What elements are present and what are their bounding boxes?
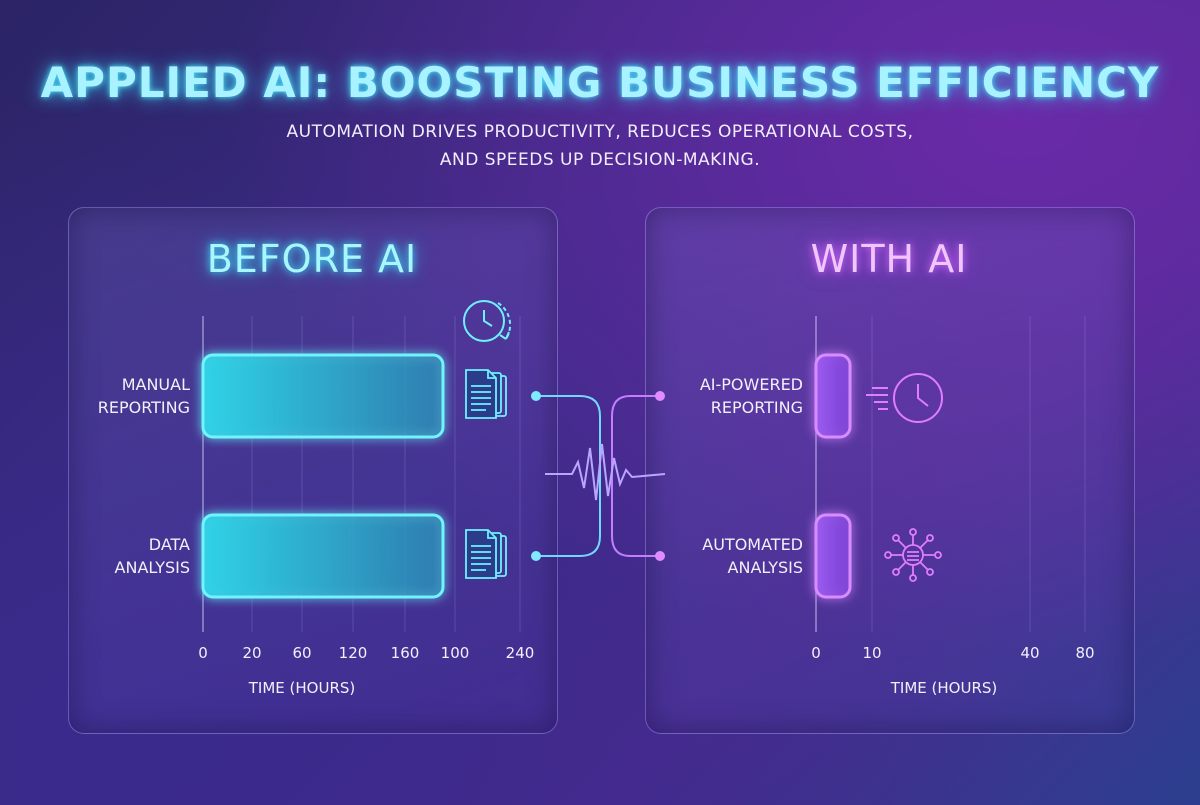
bar	[814, 513, 852, 599]
x-tick-label: 0	[198, 644, 208, 662]
category-label: AI-POWERED	[700, 375, 803, 394]
category-label: REPORTING	[98, 398, 190, 417]
connector-node	[531, 391, 541, 401]
x-tick-label: 10	[862, 644, 881, 662]
x-tick-label: 80	[1075, 644, 1094, 662]
x-tick-label: 60	[292, 644, 311, 662]
x-tick-label: 240	[506, 644, 535, 662]
subtitle-line-2: AND SPEEDS UP DECISION-MAKING.	[439, 150, 761, 170]
documents-icon	[465, 529, 507, 579]
left-axis-title: TIME (HOURS)	[248, 679, 356, 697]
x-tick-label: 160	[391, 644, 420, 662]
documents-icon	[465, 369, 507, 419]
category-label: ANALYSIS	[115, 558, 190, 577]
data-network-icon	[884, 528, 942, 582]
before-ai-panel	[68, 207, 558, 734]
subtitle-line-1: AUTOMATION DRIVES PRODUCTIVITY, REDUCES …	[286, 122, 914, 142]
connector-node	[655, 551, 665, 561]
bar	[814, 353, 852, 439]
category-label: DATA	[149, 535, 190, 554]
with-ai-panel	[645, 207, 1135, 734]
connector-node	[655, 391, 665, 401]
with-ai-title: WITH AI	[810, 237, 968, 281]
right-axis-title: TIME (HOURS)	[890, 679, 998, 697]
bar	[201, 513, 445, 599]
x-tick-label: 0	[811, 644, 821, 662]
category-label: ANALYSIS	[728, 558, 803, 577]
bar	[201, 353, 445, 439]
x-tick-label: 40	[1020, 644, 1039, 662]
connector-lines	[536, 395, 666, 557]
category-label: AUTOMATED	[702, 535, 803, 554]
fast-clock-icon	[866, 373, 943, 423]
page-title: APPLIED AI: BOOSTING BUSINESS EFFICIENCY	[40, 58, 1160, 107]
category-label: REPORTING	[711, 398, 803, 417]
clock-refresh-icon	[463, 300, 512, 342]
connector-node	[531, 551, 541, 561]
x-tick-label: 100	[441, 644, 470, 662]
before-ai-title: BEFORE AI	[206, 237, 418, 281]
x-tick-label: 20	[242, 644, 261, 662]
category-label: MANUAL	[122, 375, 190, 394]
x-tick-label: 120	[339, 644, 368, 662]
